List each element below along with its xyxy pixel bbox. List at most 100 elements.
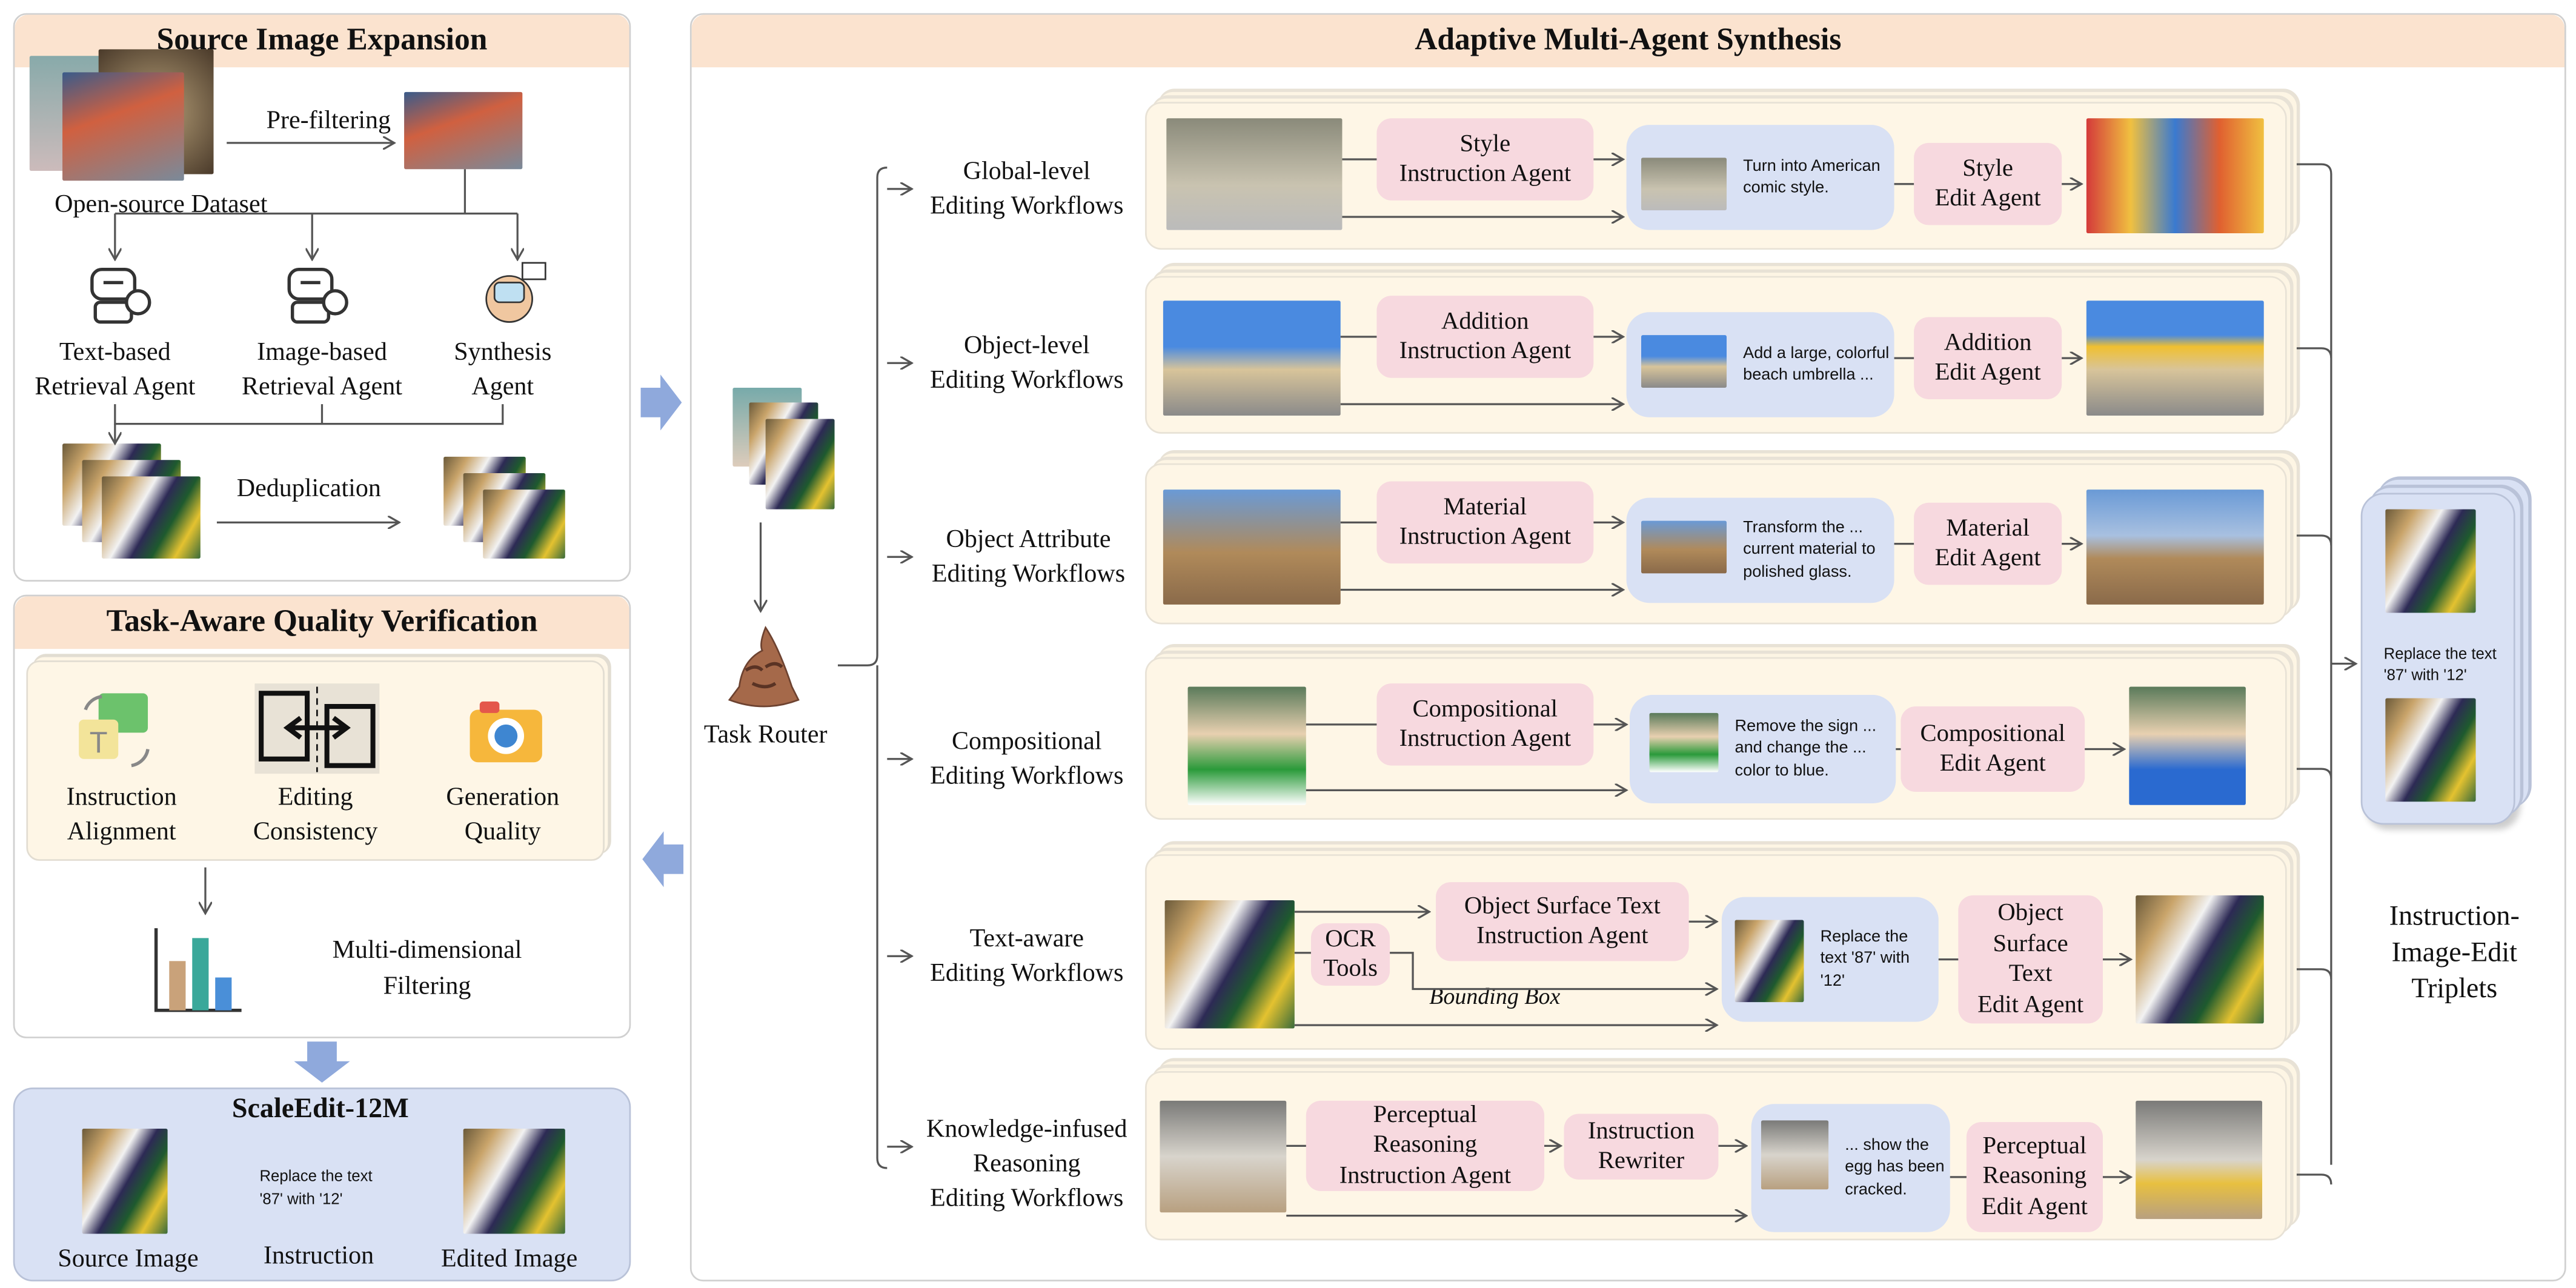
triplet-source-image — [2385, 509, 2476, 613]
text-line: color to blue. — [1734, 762, 1829, 780]
input-image — [1163, 490, 1341, 605]
filter-label-line2: Filtering — [383, 972, 471, 1001]
instruction-thumbnail — [1761, 1120, 1829, 1190]
text-line: Edit Agent — [1934, 545, 2041, 572]
instruction-thumbnail — [1649, 712, 1719, 772]
text-line: Object-level — [963, 331, 1090, 360]
instruction-text: Remove the sign ... and change the ... col… — [1735, 716, 1877, 783]
text-line: Material — [1443, 493, 1527, 520]
text-line: Style — [1962, 155, 2013, 182]
input-image — [1166, 118, 1343, 230]
text-line: polished glass. — [1743, 563, 1852, 582]
retrieval-robot-icon — [90, 268, 151, 324]
text-line: Surface — [1993, 931, 2068, 957]
text-line: Editing Workflows — [930, 1184, 1124, 1213]
text-line: OCR — [1325, 926, 1376, 952]
text-line: Object — [1997, 900, 2063, 927]
text-line: Turn into American — [1743, 156, 1881, 175]
retrieved-image — [102, 476, 201, 559]
input-image — [1163, 300, 1341, 416]
instruction-label: Instruction — [264, 1242, 374, 1270]
text-line: Compositional — [1920, 720, 2066, 747]
output-image — [2136, 1100, 2263, 1220]
edited-image-label: Edited Image — [440, 1245, 578, 1273]
bar-chart-icon-bar — [215, 977, 232, 1011]
edited-image — [463, 1128, 565, 1234]
connector-line — [114, 404, 504, 425]
connector-line — [115, 169, 518, 215]
text-line: egg has been — [1845, 1158, 1945, 1177]
text-line: Material — [1946, 515, 2030, 542]
dataset-instruction: Replace the text'87' with '12' — [259, 1168, 373, 1209]
text-line: Text-aware — [969, 925, 1084, 953]
text-line: Remove the sign ... — [1734, 717, 1877, 736]
generation-quality-camera-icon — [470, 701, 542, 763]
text-line: Edit Agent — [1934, 359, 2041, 387]
text-line: Knowledge-infused — [926, 1115, 1127, 1144]
output-image — [2086, 118, 2264, 234]
flow-arrow-down — [294, 1041, 350, 1083]
input-image — [1160, 1100, 1287, 1213]
router-trunk — [837, 166, 888, 1169]
sorting-hat-icon — [728, 625, 800, 708]
text-line: Instruction Agent — [1399, 161, 1572, 188]
filter-label-line1: Multi-dimensional — [332, 936, 522, 964]
output-image — [2129, 686, 2246, 805]
text-line: Reasoning — [973, 1150, 1081, 1178]
deduplicated-image — [483, 490, 565, 559]
retrieval-robot-icon — [287, 268, 348, 324]
text-line: Edit Agent — [1939, 751, 2046, 777]
text-line: Object Surface Text — [1464, 892, 1661, 920]
text-line: Editing Workflows — [930, 762, 1124, 791]
text-line: Addition — [1944, 329, 2032, 356]
text-line: and change the ... — [1734, 739, 1867, 758]
text-line: Style — [1459, 130, 1511, 157]
text-line: Editing Workflows — [930, 192, 1124, 221]
output-image — [2086, 490, 2264, 605]
text-line: Add a large, colorful — [1743, 344, 1890, 362]
synthesis-robot-icon — [485, 262, 546, 323]
connector-line — [2296, 534, 2332, 546]
source-image — [82, 1128, 168, 1234]
text-line: Reasoning — [1982, 1163, 2087, 1190]
editing-consistency-icon — [254, 683, 380, 774]
svg-text:T: T — [90, 726, 108, 759]
triplet-edited-image — [2385, 698, 2476, 802]
task-router-label: Task Router — [703, 721, 828, 749]
bar-chart-icon-bar — [192, 938, 209, 1011]
text-line: current material to — [1743, 540, 1876, 559]
input-image — [1164, 900, 1295, 1029]
text-line: Editing Workflows — [930, 959, 1124, 988]
instruction-alignment-icon: T — [79, 693, 150, 768]
text-line: Instruction Agent — [1399, 726, 1572, 752]
text-line: Compositional — [1412, 695, 1558, 722]
text-line: text '87' with — [1820, 950, 1910, 968]
text-line: Instruction Agent — [1399, 338, 1572, 365]
dedup-label: Deduplication — [236, 474, 381, 503]
text-line: Edit Agent — [1934, 185, 2041, 212]
instruction-thumbnail — [1734, 920, 1804, 1003]
text-line: Object Attribute — [946, 525, 1111, 554]
